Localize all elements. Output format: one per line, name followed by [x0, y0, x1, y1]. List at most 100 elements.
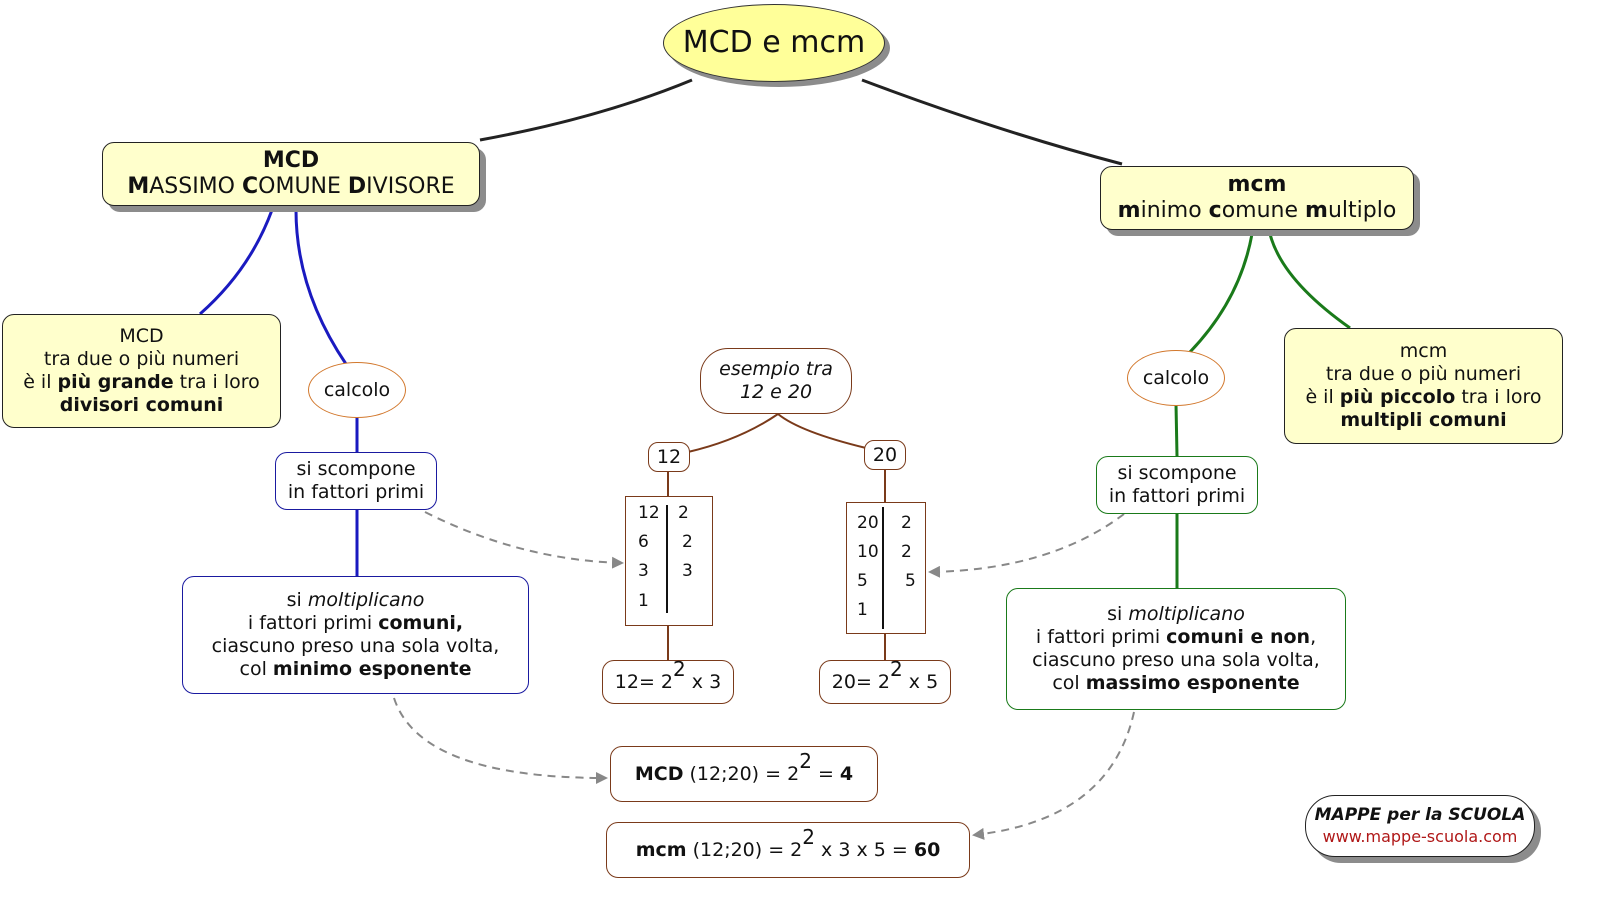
mcd-step2-line1: si moltiplicano — [287, 589, 425, 612]
number-12-node: 12 — [648, 442, 690, 472]
number-12-text: 12 — [656, 445, 682, 468]
mcm-step2-line1: si moltiplicano — [1107, 603, 1245, 626]
divider-line — [882, 507, 884, 629]
factor-divisor: 5 — [905, 571, 916, 591]
mcd-sub-3: OMUNE — [258, 174, 348, 199]
factor-divisor: 2 — [901, 542, 912, 562]
title-text: MCD e mcm — [682, 25, 866, 60]
mcd-sub-5: IVISORE — [366, 174, 455, 199]
factor-row: 3 3 — [626, 561, 712, 587]
mcd-result-exponent: 2 — [799, 749, 812, 774]
link-example-20 — [777, 413, 867, 449]
mcm-sub-5: ultiplo — [1327, 198, 1397, 223]
mcd-calcolo-text: calcolo — [323, 378, 391, 401]
mcm-def-line3: è il più piccolo tra i loro — [1305, 386, 1541, 409]
mcm-def-line1: mcm — [1399, 340, 1448, 363]
mcd-step2-line2-bold: comuni, — [378, 612, 464, 635]
mcm-subtitle: minimo comune multiplo — [1118, 198, 1397, 224]
arrow-mcm-step2-to-mcm-result — [972, 711, 1135, 840]
link-mcd-definition — [199, 209, 274, 316]
mcm-step2-line2-post: , — [1310, 626, 1317, 649]
factor-divisor: 2 — [901, 513, 912, 533]
mcd-subtitle: MASSIMO COMUNE DIVISORE — [127, 174, 454, 200]
factor-divisor: 2 — [678, 503, 689, 523]
mcm-def-line3-bold: più piccolo — [1339, 386, 1456, 408]
mcd-def-line3-pre: è il — [23, 371, 58, 393]
mcm-sub-1: inimo — [1140, 198, 1209, 223]
mcd-sub-1: ASSIMO — [149, 174, 242, 199]
factor-dividend: 12 — [638, 503, 660, 523]
mcm-step2-line2: i fattori primi comuni e non, — [1036, 626, 1316, 649]
mcm-sub-0: m — [1117, 198, 1141, 223]
mcm-heading: mcm — [1227, 171, 1287, 197]
mcm-sub-2: c — [1208, 198, 1222, 223]
mcd-step2-line3: ciascuno preso una sola volta, — [211, 635, 500, 657]
mcm-sub-4: m — [1305, 198, 1328, 223]
result-12-rest: x 3 — [685, 670, 722, 693]
mcd-def-line3-post: tra i loro — [173, 371, 260, 393]
mcd-step1-line2: in fattori primi — [287, 481, 425, 503]
link-title-mcm — [861, 78, 1123, 166]
factor-dividend: 5 — [857, 571, 868, 591]
mcd-main-node: MCD MASSIMO COMUNE DIVISORE — [102, 142, 480, 206]
mcd-step1-node: si scompone in fattori primi — [275, 452, 437, 510]
mcm-result-args: (12;20) = 2 — [686, 838, 803, 861]
factor-row: 1 — [847, 600, 925, 626]
factor-dividend: 1 — [857, 600, 868, 620]
mcd-calcolo-node: calcolo — [308, 362, 406, 418]
title-node: MCD e mcm — [663, 4, 885, 82]
mcm-result-label: mcm — [635, 838, 687, 861]
mcd-step1-line1: si scompone — [296, 458, 416, 481]
arrow-mcm-step1-to-20table — [928, 513, 1125, 578]
factor-row: 20 2 — [847, 513, 925, 539]
mcm-calcolo-text: calcolo — [1142, 366, 1210, 389]
mcd-step2-line4: col minimo esponente — [240, 658, 472, 681]
mcm-step1-line2: in fattori primi — [1108, 485, 1246, 507]
logo-url[interactable]: www.mappe-scuola.com — [1322, 826, 1518, 846]
mcd-step2-line2-pre: i fattori primi — [247, 612, 379, 635]
mcd-definition-node: MCD tra due o più numeri è il più grande… — [2, 314, 281, 428]
divider-line — [666, 505, 668, 613]
arrow-mcd-step2-to-mcd-result — [393, 697, 608, 784]
mcm-step1-node: si scompone in fattori primi — [1096, 456, 1258, 514]
link-title-mcd — [479, 78, 693, 142]
number-20-node: 20 — [864, 440, 906, 470]
factor-dividend: 20 — [857, 513, 879, 533]
example-label-node: esempio tra 12 e 20 — [700, 348, 852, 414]
arrow-mcd-step1-to-12table — [424, 511, 624, 569]
mcd-sub-0: M — [127, 174, 150, 199]
factorization-20-table: 20 2 10 2 5 5 1 — [846, 502, 926, 634]
mcm-step2-line3: ciascuno preso una sola volta, — [1032, 649, 1320, 671]
mcd-def-line2: tra due o più numeri — [43, 348, 240, 371]
factor-row: 5 5 — [847, 571, 925, 597]
mcd-def-line4: divisori comuni — [59, 393, 224, 416]
mcm-def-line3-post: tra i loro — [1455, 386, 1542, 408]
factor-row: 1 — [626, 591, 712, 617]
factor-dividend: 10 — [857, 542, 879, 562]
mcd-step2-line4-bold: minimo esponente — [272, 657, 472, 680]
mcm-result-text: mcm (12;20) = 22 x 3 x 5 = 60 — [635, 827, 941, 862]
result-12-node: 12= 22 x 3 — [602, 659, 734, 704]
factor-divisor: 2 — [682, 532, 693, 552]
factor-dividend: 1 — [638, 591, 649, 611]
link-mcm-calcolo — [1188, 233, 1254, 354]
mcd-sub-4: D — [347, 174, 367, 199]
mcm-result-post: x 3 x 5 = — [815, 838, 914, 861]
mcm-step2-line4-bold: massimo esponente — [1085, 671, 1300, 694]
mcd-step2-line1-pre: si — [286, 589, 308, 612]
factor-divisor: 3 — [682, 561, 693, 581]
mcm-def-line2: tra due o più numeri — [1325, 363, 1522, 386]
logo-title: MAPPE per la SCUOLA — [1314, 805, 1526, 826]
example-label-line2: 12 e 20 — [739, 381, 813, 403]
mcm-sub-3: omune — [1221, 198, 1306, 223]
mcd-step2-line2: i fattori primi comuni, — [248, 612, 463, 635]
result-20-text: 20= 22 x 5 — [831, 659, 938, 694]
mcd-def-line3-bold: più grande — [57, 371, 174, 393]
result-20-base: 20= 2 — [831, 670, 891, 693]
factor-row: 6 2 — [626, 532, 712, 558]
link-mcm-calcolo-step1 — [1174, 403, 1179, 457]
mcm-step2-line4-pre: col — [1052, 671, 1086, 694]
factor-row: 10 2 — [847, 542, 925, 568]
factor-dividend: 3 — [638, 561, 649, 581]
